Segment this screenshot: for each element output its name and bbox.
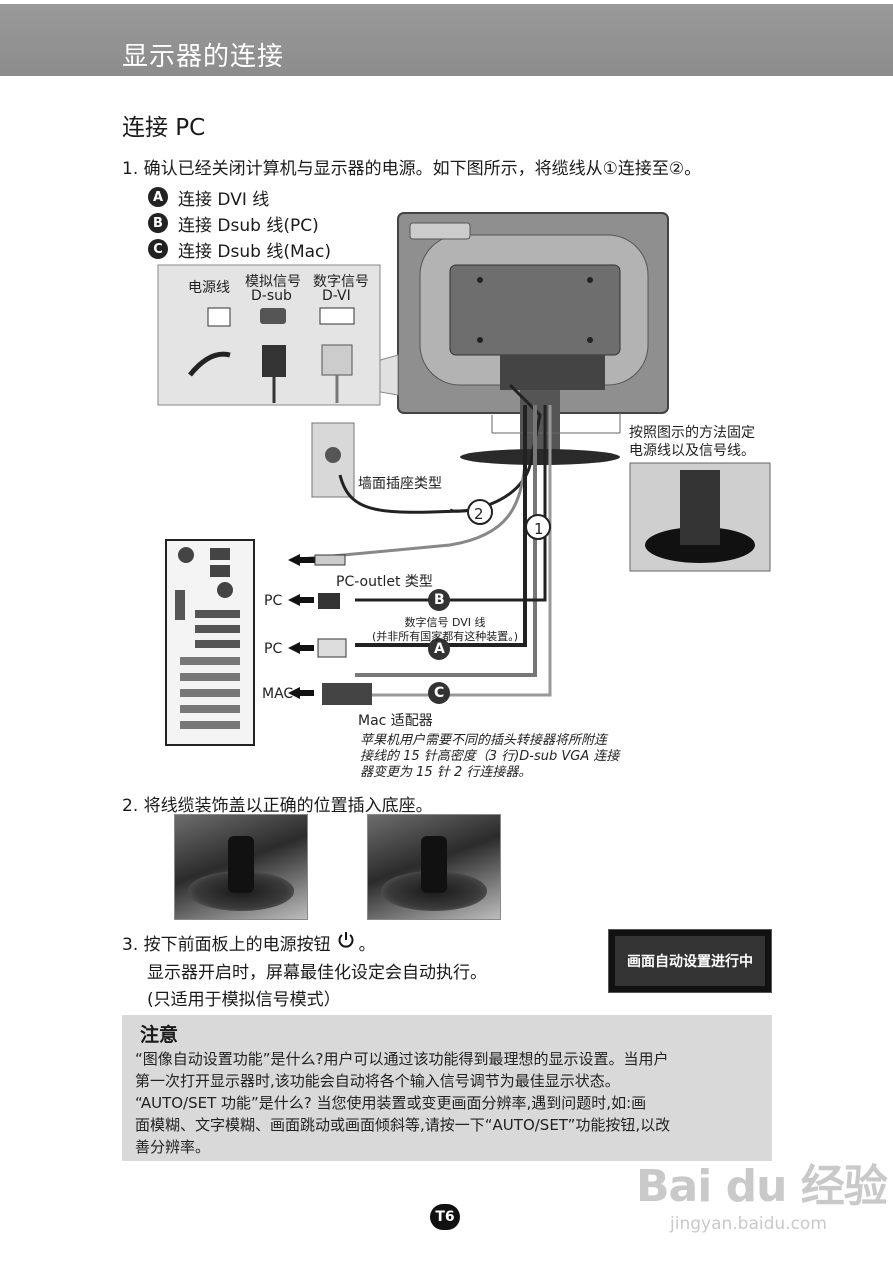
connection-diagram	[157, 212, 771, 746]
page-number: T6	[430, 1204, 460, 1230]
dvi-note-2: (并非所有国家都有这种装置。)	[371, 630, 519, 643]
connection-legend: A 连接 DVI 线 B 连接 Dsub 线(PC) C 连接 Dsub 线(M…	[148, 184, 331, 262]
notice-line-5: 善分辨率。	[135, 1138, 211, 1156]
apple-note-3: 器变更为 15 针 2 行连接器。	[360, 765, 532, 780]
notice-title: 注意	[140, 1024, 179, 1046]
pc-label-2: PC	[264, 641, 283, 657]
apple-note-1: 苹果机用户需要不同的插头转接器将所附连	[360, 733, 608, 748]
step-3-line-1: 3. 按下前面板上的电源按钮 。	[122, 930, 376, 955]
inset-analog-label: 模拟信号	[245, 274, 301, 290]
notice-panel	[122, 1015, 772, 1161]
step-1-text: 1. 确认已经关闭计算机与显示器的电源。如下图所示，将缆线从①连接至②。	[122, 159, 702, 179]
pc-label-1: PC	[264, 593, 283, 609]
letter-c-icon: C	[148, 239, 168, 259]
wall-outlet-illustration	[311, 422, 355, 498]
cable-fix-caption-2: 电源线以及信号线。	[629, 443, 755, 459]
arrows	[288, 554, 316, 699]
wall-outlet-label: 墙面插座类型	[358, 476, 442, 492]
inset-digital-sub: D-VI	[322, 288, 351, 304]
callout-1-number: 1	[534, 520, 544, 538]
step-3-line-2: 显示器开启时，屏幕最佳化设定会自动执行。	[147, 963, 487, 983]
mac-adapter-label: Mac 适配器	[358, 713, 433, 729]
monitor-back-illustration	[397, 212, 669, 465]
pc-outlet-label: PC-outlet 类型	[336, 574, 433, 590]
letter-b-icon: B	[148, 213, 168, 233]
inset-panel	[157, 264, 399, 406]
step-3-line-3: (只适用于模拟信号模式）	[147, 990, 341, 1010]
letter-a-icon: A	[148, 187, 168, 207]
connectors	[314, 554, 372, 705]
legend-text-a: 连接 DVI 线	[178, 189, 270, 210]
step-3-text: 3. 按下前面板上的电源按钮	[122, 935, 331, 955]
connector-c-letter: C	[434, 685, 445, 701]
legend-text-b: 连接 Dsub 线(PC)	[178, 215, 319, 236]
mac-label: MAC	[262, 686, 294, 702]
inset-digital-label: 数字信号	[313, 274, 369, 290]
cable-fix-caption-1: 按照图示的方法固定	[629, 425, 755, 441]
apple-note-2: 接线的 15 针高密度（3 行)D-sub VGA 连接	[360, 749, 620, 764]
notice-line-3: “AUTO/SET 功能”是什么? 当您使用装置或变更画面分辨率,遇到问题时,如…	[135, 1094, 647, 1112]
section-title: 连接 PC	[122, 115, 206, 141]
connector-b-letter: B	[434, 592, 445, 608]
notice-line-1: “图像自动设置功能”是什么?用户可以通过该功能得到最理想的显示设置。当用户	[135, 1050, 669, 1068]
cable-holder-detail	[491, 413, 771, 572]
inset-analog-sub: D-sub	[251, 288, 292, 304]
callout-2-number: 2	[474, 505, 484, 523]
legend-item-c: C 连接 Dsub 线(Mac)	[148, 236, 331, 262]
callouts	[428, 499, 551, 704]
legend-item-a: A 连接 DVI 线	[148, 184, 331, 210]
notice-line-2: 第一次打开显示器时,该功能会自动将各个输入信号调节为最佳显示状态。	[135, 1072, 620, 1090]
dvi-note-1: 数字信号 DVI 线	[404, 616, 486, 629]
inset-power-label: 电源线	[188, 280, 230, 296]
auto-setup-status-box: 画面自动设置进行中	[608, 929, 772, 993]
step-3-period: 。	[358, 935, 376, 955]
auto-setup-status-text: 画面自动设置进行中	[615, 936, 765, 986]
cables	[289, 383, 552, 697]
power-icon	[337, 931, 355, 954]
baidu-watermark: Bai du 经验 jingyan.baidu.com	[636, 1150, 888, 1234]
notice-line-4: 面模糊、文字模糊、画面跳动或画面倾斜等,请按一下“AUTO/SET”功能按钮,以…	[135, 1116, 671, 1134]
legend-item-b: B 连接 Dsub 线(PC)	[148, 210, 331, 236]
cable-cover-photo-1	[174, 814, 308, 920]
watermark-sub: jingyan.baidu.com	[670, 1214, 827, 1234]
watermark-main: Bai du 经验	[636, 1161, 888, 1212]
pc-tower-illustration	[165, 539, 255, 746]
step-2-text: 2. 将线缆装饰盖以正确的位置插入底座。	[122, 796, 433, 816]
page-title: 显示器的连接	[122, 42, 285, 72]
header-bar	[0, 4, 893, 76]
connector-a-letter: A	[434, 641, 445, 657]
legend-text-c: 连接 Dsub 线(Mac)	[178, 241, 332, 262]
cable-cover-photo-2	[367, 814, 501, 920]
